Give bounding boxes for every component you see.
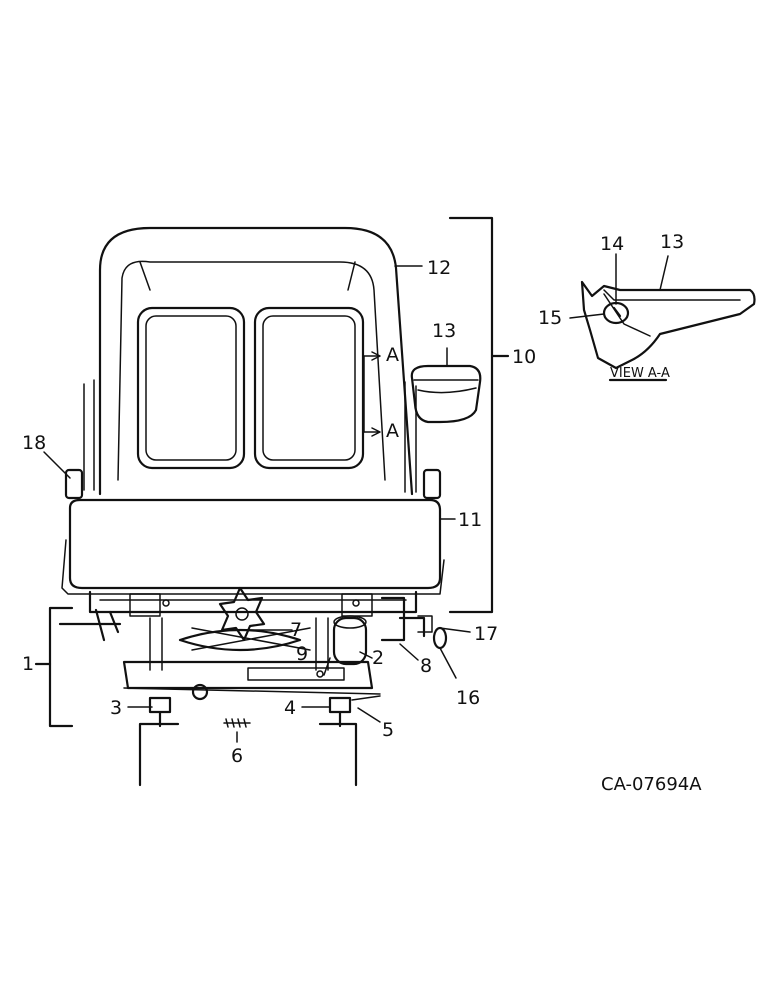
callout-10: 10 (512, 346, 536, 368)
callout-18: 18 (22, 432, 46, 454)
section-marker-lower: A (386, 420, 399, 442)
seat-cushion (61, 468, 445, 595)
callout-16: 16 (456, 687, 480, 709)
callout-6: 6 (231, 745, 243, 767)
detail-view-title: VIEW A-A (610, 366, 670, 381)
callout-labels: 12 13 10 11 18 7 9 2 8 17 16 1 3 4 5 6 1… (22, 231, 702, 795)
callout-13: 13 (432, 320, 456, 342)
callout-9: 9 (296, 643, 308, 665)
seat-back (83, 226, 417, 496)
callout-1: 1 (22, 653, 34, 675)
section-markers: A A (363, 344, 399, 442)
section-marker-upper: A (386, 344, 399, 366)
callout-2: 2 (372, 647, 384, 669)
group-brackets (34, 216, 510, 728)
armrest (410, 364, 482, 424)
callout-3: 3 (110, 697, 122, 719)
detail-view-a-a (569, 253, 756, 382)
callout-17: 17 (474, 623, 498, 645)
callout-15: 15 (538, 307, 562, 329)
leader-lines (43, 265, 471, 743)
callout-12: 12 (427, 257, 451, 279)
callout-14: 14 (600, 233, 624, 255)
callout-5: 5 (382, 719, 394, 741)
callout-7: 7 (290, 619, 302, 641)
drawing-number: CA-07694A (601, 774, 702, 795)
suspension-frame (58, 586, 448, 787)
callout-11: 11 (458, 509, 482, 531)
callout-13-detail: 13 (660, 231, 684, 253)
callout-4: 4 (284, 697, 296, 719)
callout-8: 8 (420, 655, 432, 677)
